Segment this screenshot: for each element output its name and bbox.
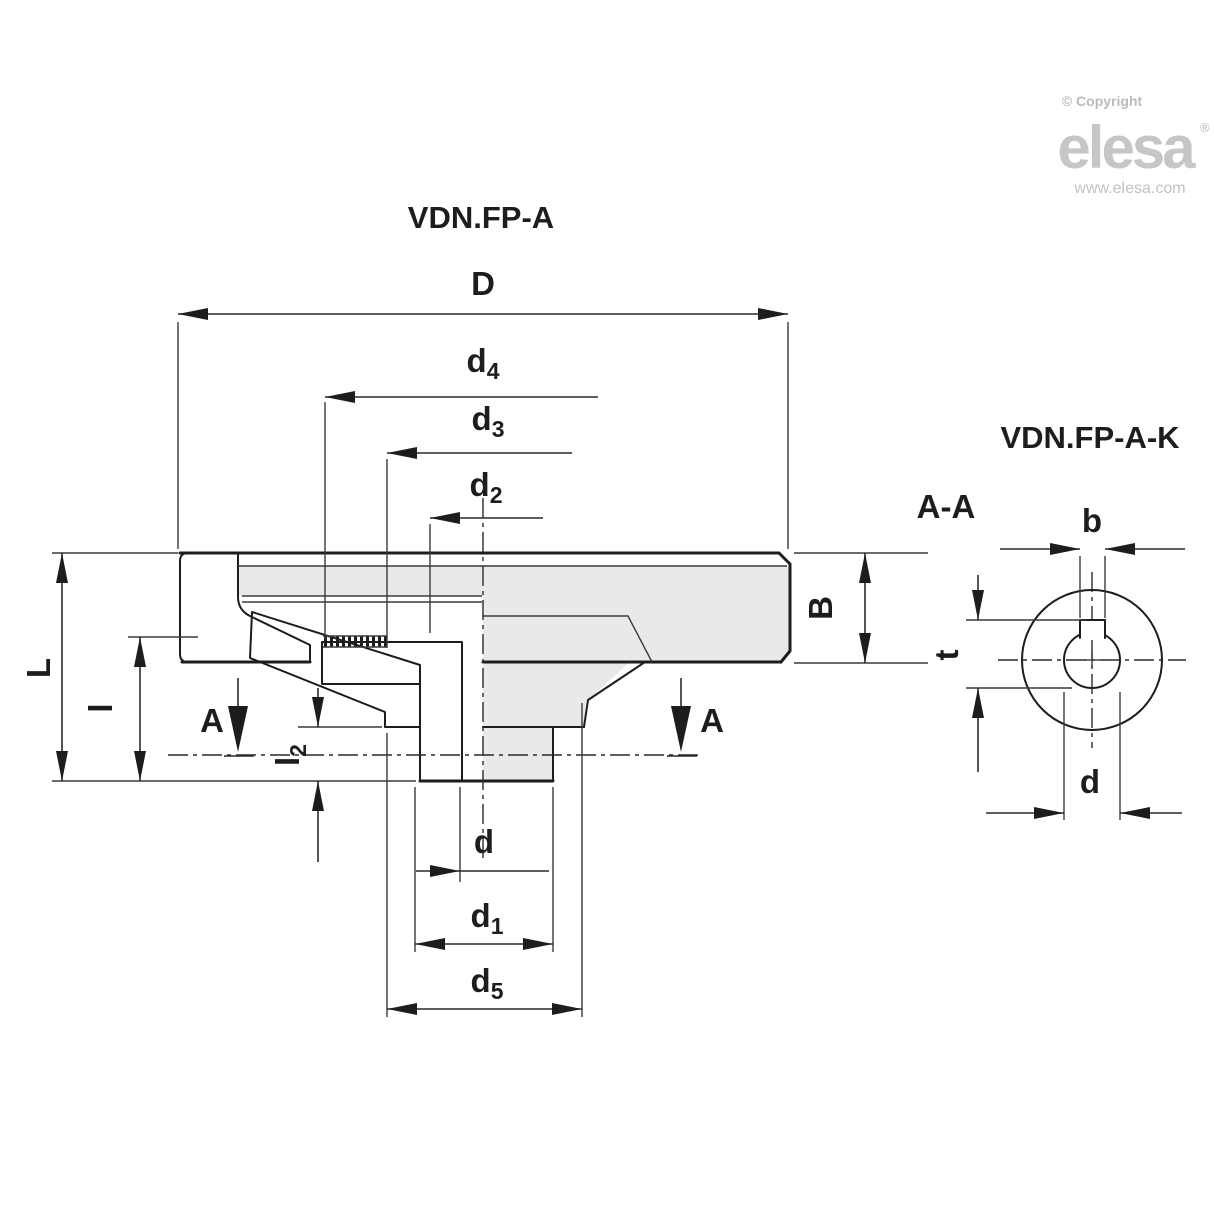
- registered-mark: ®: [1200, 120, 1210, 135]
- web-slope-crosshatch: [249, 611, 421, 728]
- copyright-text: © Copyright: [1062, 93, 1143, 109]
- main-view-title: VDN.FP-A: [408, 200, 554, 235]
- dimension-l2: l2: [269, 688, 382, 862]
- elesa-logo: elesa: [1057, 114, 1196, 181]
- label-b: b: [1082, 502, 1102, 539]
- label-d-bore: d: [1080, 763, 1100, 800]
- rim-band-right: [483, 565, 790, 662]
- label-B: B: [802, 596, 839, 620]
- label-l: l: [82, 703, 119, 712]
- keyway-notch: [1081, 620, 1105, 638]
- insert-section-hatch: [321, 641, 463, 782]
- label-section-A-right: A: [700, 702, 724, 739]
- dimension-d2: d2: [429, 466, 543, 633]
- recess-edge-line: [483, 615, 653, 663]
- section-arrow-right: A: [667, 678, 724, 757]
- dimension-d-bore: d: [986, 692, 1182, 820]
- section-AA-label: A-A: [917, 488, 976, 525]
- hub-boss-gray: [483, 727, 553, 781]
- spoke-profile: [583, 661, 646, 728]
- dimension-d1: d1: [414, 787, 554, 952]
- hub-ring-section: [1021, 589, 1163, 731]
- label-d1: d1: [471, 897, 504, 939]
- knurl-serration-strip: [323, 636, 387, 647]
- website-text: www.elesa.com: [1073, 180, 1185, 197]
- label-d4: d4: [467, 342, 500, 384]
- disc-top-edge: [178, 551, 792, 664]
- label-d5: d5: [471, 962, 504, 1004]
- label-l2: l2: [269, 744, 311, 766]
- dimension-b: b: [1000, 502, 1185, 618]
- disc-band-left: [238, 566, 483, 596]
- dimension-D: D: [177, 265, 789, 549]
- detail-view-title: VDN.FP-A-K: [1000, 420, 1180, 455]
- label-d2: d2: [470, 466, 503, 508]
- dimension-d3: d3: [386, 400, 572, 648]
- dimension-d5: d5: [386, 703, 583, 1017]
- handwheel-section-view: [178, 551, 792, 783]
- dimension-t: t: [928, 575, 1086, 772]
- dimension-d: d: [416, 787, 549, 882]
- label-L: L: [20, 658, 57, 678]
- dimension-L: L: [20, 552, 416, 782]
- label-d: d: [474, 823, 494, 860]
- keyway-detail-view: VDN.FP-A-K A-A b: [917, 420, 1186, 820]
- label-D: D: [471, 265, 495, 302]
- label-section-A-left: A: [200, 702, 224, 739]
- brand-block: © Copyright elesa ® www.elesa.com: [1057, 93, 1210, 197]
- dimension-l: l: [82, 636, 198, 781]
- dimension-B: B: [794, 552, 928, 664]
- label-d3: d3: [472, 400, 505, 442]
- spoke-gray: [483, 662, 630, 727]
- section-arrow-left: A: [200, 678, 254, 757]
- dimension-d4: d4: [324, 342, 598, 640]
- label-t: t: [928, 650, 965, 661]
